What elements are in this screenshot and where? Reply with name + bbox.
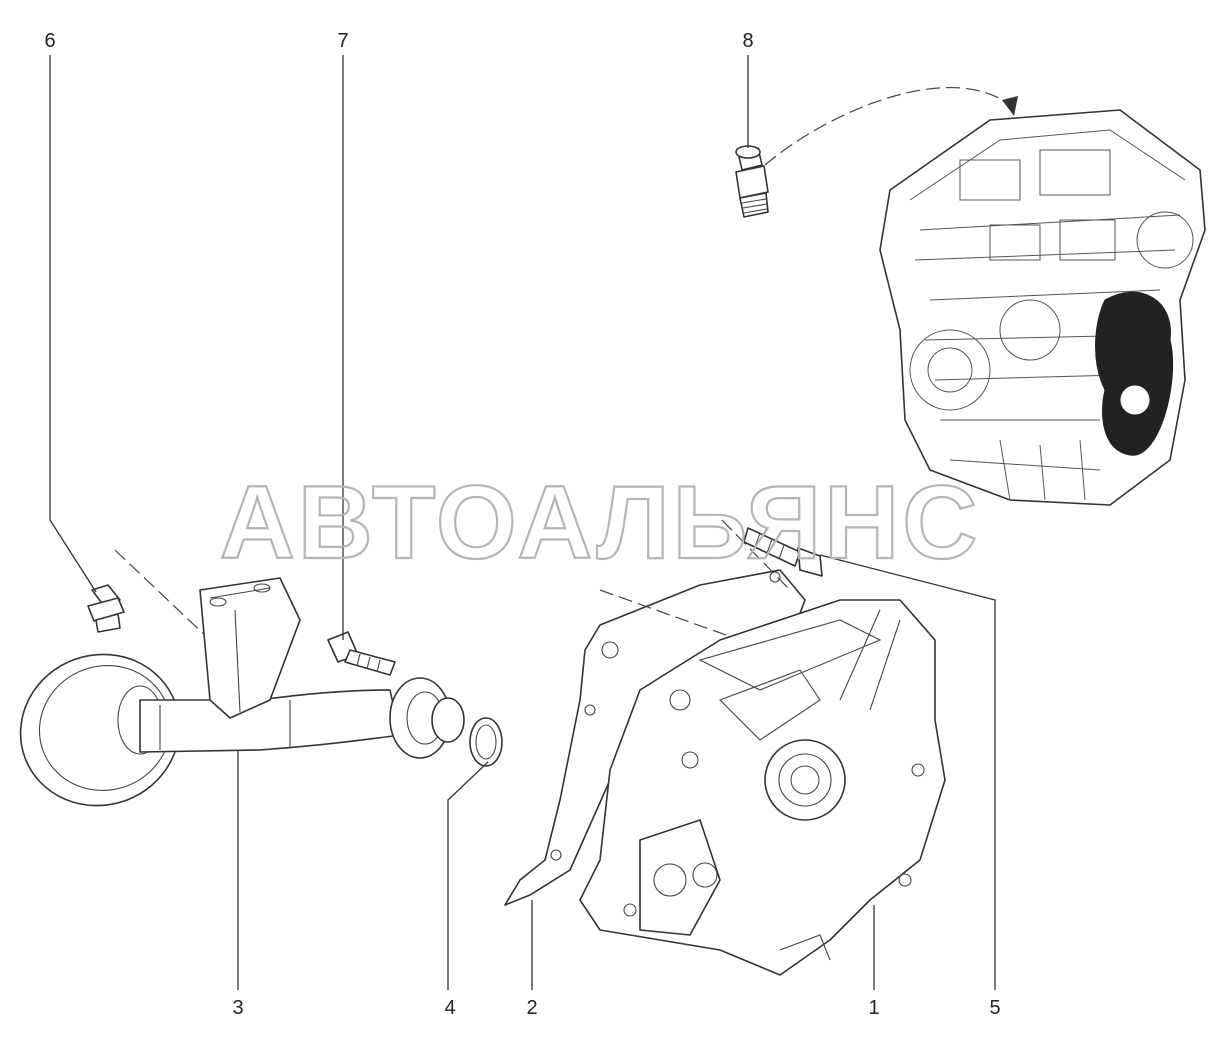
part-8-oil-pressure-sensor	[735, 145, 769, 218]
part-6-dashed-guide	[114, 549, 211, 641]
install-location-arrow	[764, 86, 1011, 166]
leader-line-5	[819, 554, 996, 990]
callout-5: 5	[989, 997, 1000, 1019]
part-5-dashed-guide	[721, 519, 791, 591]
part-1-oil-pump-cover	[579, 599, 946, 976]
callout-3: 3	[232, 997, 243, 1019]
engine-assembly	[879, 109, 1206, 506]
callout-2: 2	[526, 997, 537, 1019]
oil-pump-highlight	[1095, 291, 1174, 456]
part-4-o-ring	[469, 717, 503, 767]
leader-line-4	[447, 761, 489, 990]
part-5-bolt	[743, 527, 823, 577]
leader-line-6	[49, 55, 97, 593]
part-2-dashed-guide	[599, 589, 741, 641]
part-7-bolt	[327, 631, 396, 676]
part-6-bolt	[87, 584, 125, 633]
callout-7: 7	[337, 30, 348, 52]
callout-8: 8	[742, 30, 753, 52]
watermark-text: АВТОАЛЬЯНС	[220, 465, 981, 581]
arrow-head-icon	[1002, 96, 1018, 116]
part-3-oil-pickup-tube	[19, 577, 465, 807]
callout-4: 4	[444, 997, 455, 1019]
callout-1: 1	[868, 997, 879, 1019]
callout-6: 6	[44, 30, 55, 52]
